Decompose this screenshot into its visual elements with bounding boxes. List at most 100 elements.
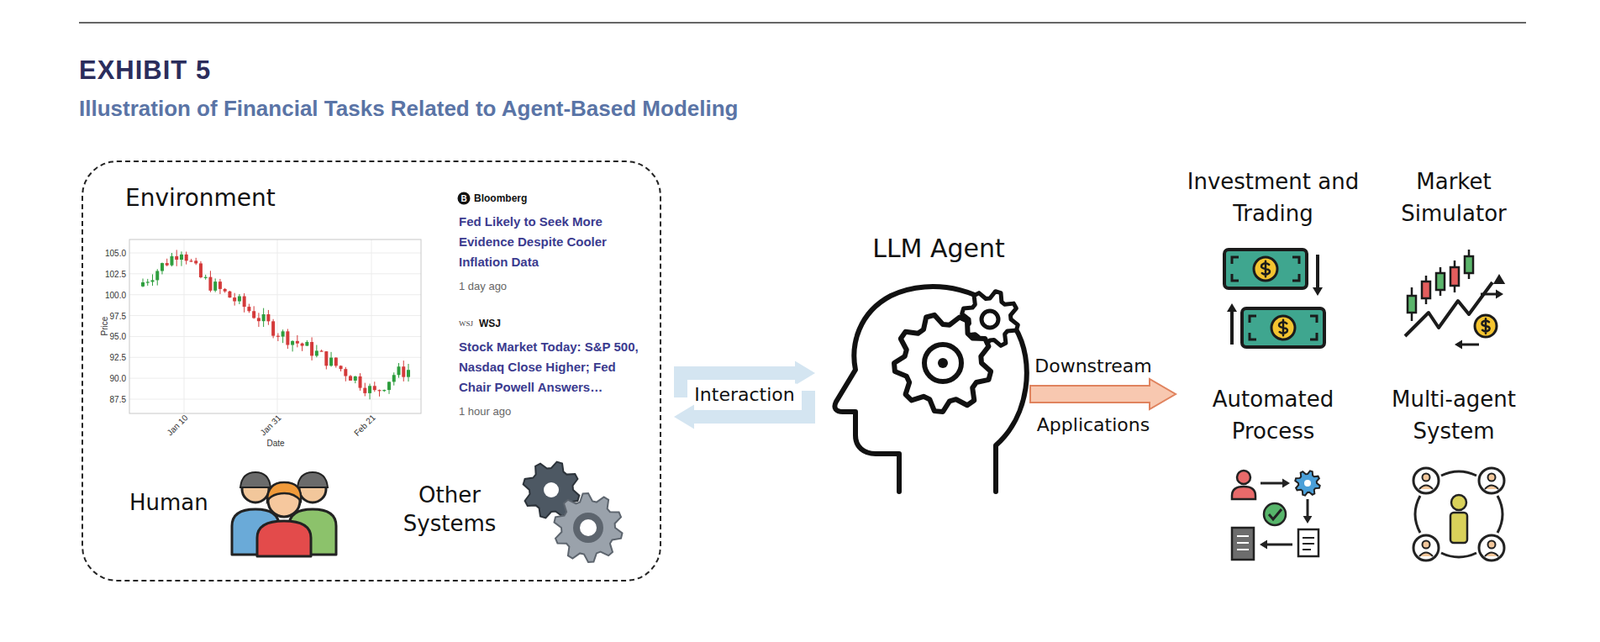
candle-body [1421,281,1431,299]
candle-body [382,389,386,391]
candle-body [363,388,367,394]
candle-body [305,342,309,347]
candle-body [1407,295,1416,313]
candle-body [1450,267,1459,286]
banknote-corner [1231,257,1300,281]
candle-body [343,368,348,376]
candle-body [310,342,314,356]
label-text: Investment and Trading [1184,165,1362,230]
candle-body [320,350,324,352]
candle-body [247,306,251,311]
gear-hole [579,519,597,537]
label-text: Jan 10 [164,412,190,437]
dollar-sign [1278,320,1288,337]
candle-body [141,282,145,287]
chart-gridline [277,239,279,414]
dollar-sign [1261,261,1270,278]
candle-body [329,357,333,367]
candle-body [334,357,338,367]
agent-head [1488,541,1496,549]
arrow-head [1312,287,1323,296]
candle-body [242,296,247,308]
candle-body [165,263,169,266]
label-text: Multi-agent System [1365,383,1543,448]
candle-body [204,277,208,279]
candle-body [237,296,242,302]
candle-body [397,366,401,375]
label-text: 1 day ago [458,279,507,293]
label-text: 1 hour ago [458,405,511,418]
chart-gridline [129,252,422,254]
arrow-line [1480,293,1496,296]
candle-body [208,277,212,291]
candle-body [146,281,150,283]
candle-body [218,281,222,290]
label-text: WSJ [478,317,501,330]
candle-body [315,350,319,356]
candle-body [358,376,363,389]
candle-body [266,314,270,322]
chart-gridline [129,357,422,358]
node-heading: Environment [125,184,276,212]
candle-body [339,365,343,369]
agent-body [1419,485,1433,490]
downstream-arrow [1030,378,1176,410]
coin [1271,315,1295,340]
agent-head [1488,473,1496,482]
check-circle [1263,503,1286,526]
candle-body [199,263,203,278]
label-text: Stock Market Today: S&P 500, Nasdaq Clos… [458,336,646,398]
candle-body [271,321,275,336]
arrow-head [1282,478,1290,489]
arrow-line [1306,499,1310,516]
candle-body [392,374,396,382]
label-text: 87.5 [110,394,127,405]
candle-body [276,336,280,337]
label-text: Price [100,316,110,337]
exhibit-caption: Illustration of Financial Tasks Related … [78,95,738,122]
arrow-line [1315,254,1320,289]
agent-body [1484,552,1499,558]
head-gear-hole [981,310,999,328]
arrow-head [673,405,695,430]
label-text: 105.0 [105,248,127,258]
candle-body [257,317,261,322]
central-agent-head [1451,494,1467,511]
label-text: Downstream [1034,355,1152,377]
candle-body [262,314,266,322]
document-icon [1298,529,1319,557]
candle-body [348,376,353,381]
candle-body [285,331,290,345]
chart-gridline [129,273,422,274]
gear-icon [1294,470,1320,495]
arrow-head [1259,540,1268,550]
candle-body [232,297,237,301]
hair [267,482,301,501]
arrow-line [1260,482,1283,485]
check-mark [1268,509,1282,520]
agent-circle [1413,468,1439,494]
label-text: 97.5 [110,310,127,321]
chart-gridline [129,336,422,337]
arrow-head [1493,273,1506,285]
gear-icon [554,493,623,563]
arrow-line [1230,310,1234,345]
candle-body [290,341,295,346]
candle-body [281,331,285,337]
candle-body [378,389,382,391]
agent-circle [1413,535,1439,561]
label-text: 92.5 [110,352,127,363]
head-outline [834,286,1027,492]
gear-ring [573,512,604,543]
connector-label: Interaction [691,384,797,406]
candle-body [373,385,377,390]
dollar-sign [1481,318,1490,334]
label-text: Bloomberg [473,192,527,205]
arrow-line [1462,343,1479,347]
banknote-corner [1249,315,1317,340]
gear-hole [1304,479,1311,487]
candle-body [174,256,179,260]
coin [1253,257,1278,281]
label-text: WSJ [458,319,474,328]
